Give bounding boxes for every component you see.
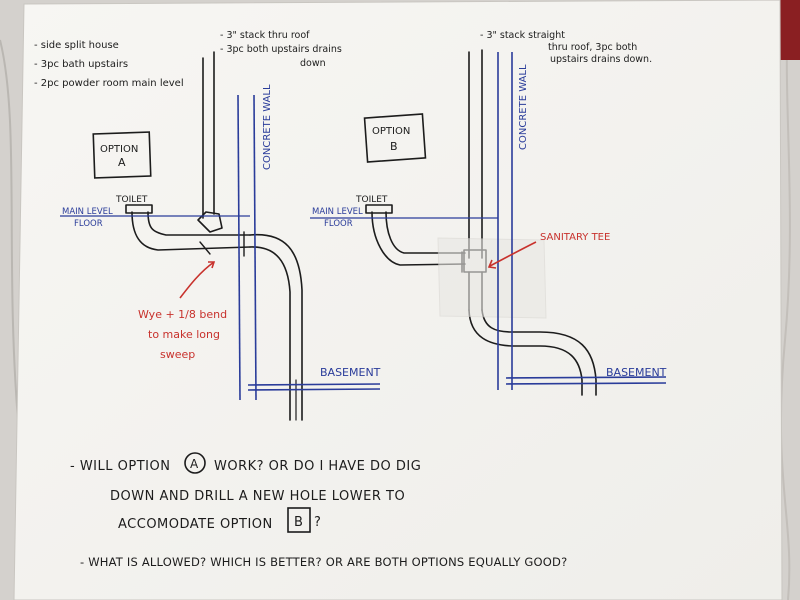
circled-a-mark [184, 452, 206, 474]
question-1-boxed-b: B [294, 515, 303, 530]
option-a-stack-note-2: - 3pc both upstairs drains [220, 44, 342, 55]
option-b-basement-label: BASEMENT [606, 366, 667, 379]
question-2: - WHAT IS ALLOWED? WHICH IS BETTER? OR A… [80, 555, 567, 569]
question-1-part-2: WORK? OR DO I HAVE DO DIG [214, 459, 421, 474]
option-a-annotation-2: to make long [148, 328, 220, 341]
option-b-annotation: SANITARY TEE [540, 232, 610, 243]
option-b-wall [497, 52, 667, 390]
option-a-wall [237, 94, 381, 401]
option-a-wall-label: CONCRETE WALL [262, 84, 273, 170]
boxed-b-mark [287, 507, 311, 533]
option-b-box-label-1: OPTION [372, 126, 410, 137]
note-2pc-powder: - 2pc powder room main level [34, 78, 184, 89]
red-object [778, 0, 800, 60]
option-a-floor-label-2: FLOOR [74, 219, 103, 229]
question-1-line-3: ACCOMODATE OPTION [118, 517, 273, 532]
option-a-annotation-3: sweep [160, 348, 195, 361]
question-1-part-1: - WILL OPTION [70, 459, 170, 474]
option-a-toilet-label: TOILET [115, 195, 148, 205]
option-b-stack-note-2: thru roof, 3pc both [548, 42, 637, 53]
question-1-circled-a: A [190, 457, 199, 471]
option-a-stack-note-3: down [300, 58, 326, 69]
option-b-box-label-2: B [390, 140, 398, 153]
note-3pc-bath: - 3pc bath upstairs [34, 59, 128, 70]
option-b-arrow [487, 241, 537, 269]
option-b-box [363, 113, 427, 163]
tape-patch [437, 237, 547, 319]
option-b-stack-note-3: upstairs drains down. [550, 54, 652, 65]
option-a-stack-note-1: - 3" stack thru roof [220, 30, 310, 41]
option-b-toilet-label: TOILET [355, 195, 388, 205]
option-a-box-label-2: A [118, 156, 126, 169]
note-side-split: - side split house [34, 40, 119, 51]
option-b-floor-label-2: FLOOR [324, 219, 353, 229]
option-a-arrow [179, 261, 216, 299]
option-a-box-label-1: OPTION [100, 144, 138, 155]
option-a-box [92, 131, 152, 179]
option-a-basement-label: BASEMENT [320, 366, 381, 379]
option-a-floor-label-1: MAIN LEVEL [62, 207, 113, 217]
option-b-wall-label: CONCRETE WALL [518, 64, 529, 150]
option-a-annotation-1: Wye + 1/8 bend [138, 308, 227, 321]
question-1-qmark: ? [314, 515, 321, 530]
option-b-floor-label-1: MAIN LEVEL [312, 207, 363, 217]
question-1-line-2: DOWN AND DRILL A NEW HOLE LOWER TO [110, 489, 405, 504]
option-a-diagram [125, 51, 303, 421]
option-b-stack-note-1: - 3" stack straight [480, 30, 565, 41]
